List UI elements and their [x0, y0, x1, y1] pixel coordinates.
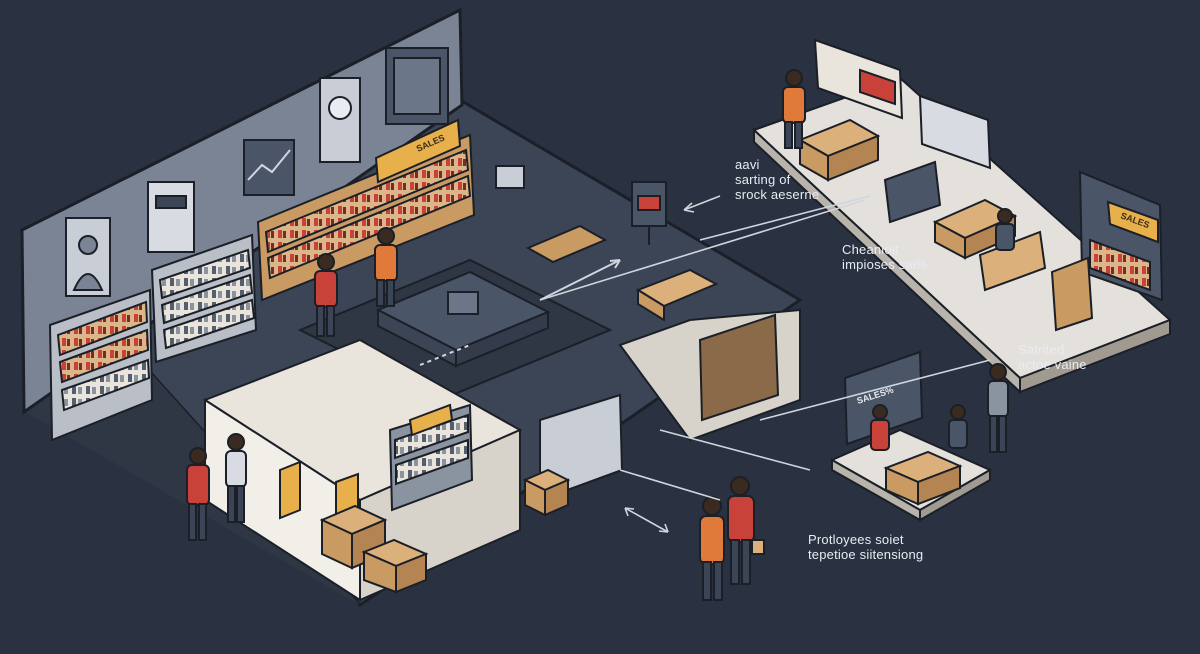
annotation-service: Satrited actoe vaine	[1018, 342, 1087, 372]
annotation-stock: aavi sarting of srock aeserne	[735, 157, 820, 202]
annotation-checkout: Cheanioit impioses sai%	[842, 242, 928, 272]
stockroom	[539, 308, 801, 502]
annotation-connectors	[539, 195, 991, 533]
wall-posters	[65, 47, 449, 297]
back-shelving-unit	[256, 118, 476, 302]
stock-area-panel	[752, 38, 1172, 395]
left-wall-shelves	[48, 233, 258, 442]
service-area-panel	[829, 350, 993, 522]
people	[186, 69, 1015, 601]
kiosk-sign	[495, 165, 667, 245]
annotation-employees: Protloyees soiet tepetioe siitensiong	[808, 532, 924, 562]
cardboard-boxes	[319, 224, 719, 594]
